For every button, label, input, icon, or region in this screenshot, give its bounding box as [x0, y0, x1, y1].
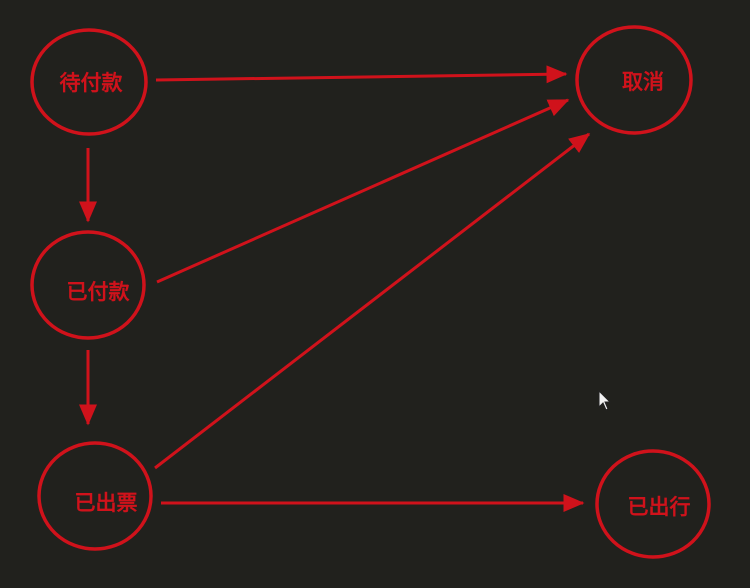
node-cancelled: 取消 — [575, 25, 693, 135]
node-label-ticketed: 已出票 — [75, 491, 138, 515]
node-circle — [575, 25, 693, 135]
node-paid: 已付款 — [30, 230, 146, 340]
node-label-cancelled: 取消 — [622, 70, 664, 94]
node-circle — [30, 28, 148, 136]
node-label-departed: 已出行 — [628, 495, 691, 519]
edge-ticketed-to-cancelled — [154, 132, 591, 470]
node-circle — [595, 449, 711, 559]
edge-paid-to-cancelled — [156, 98, 570, 284]
node-pending-payment: 待付款 — [30, 28, 148, 136]
node-ticketed: 已出票 — [37, 441, 153, 551]
edges — [79, 65, 591, 512]
node-departed: 已出行 — [595, 449, 711, 559]
node-label-pending-payment: 待付款 — [60, 71, 124, 95]
mouse-pointer-icon — [598, 389, 612, 411]
node-circle — [30, 230, 146, 340]
node-label-paid: 已付款 — [67, 280, 131, 304]
node-circle — [37, 441, 153, 551]
edge-pending-payment-to-cancelled — [155, 65, 568, 84]
